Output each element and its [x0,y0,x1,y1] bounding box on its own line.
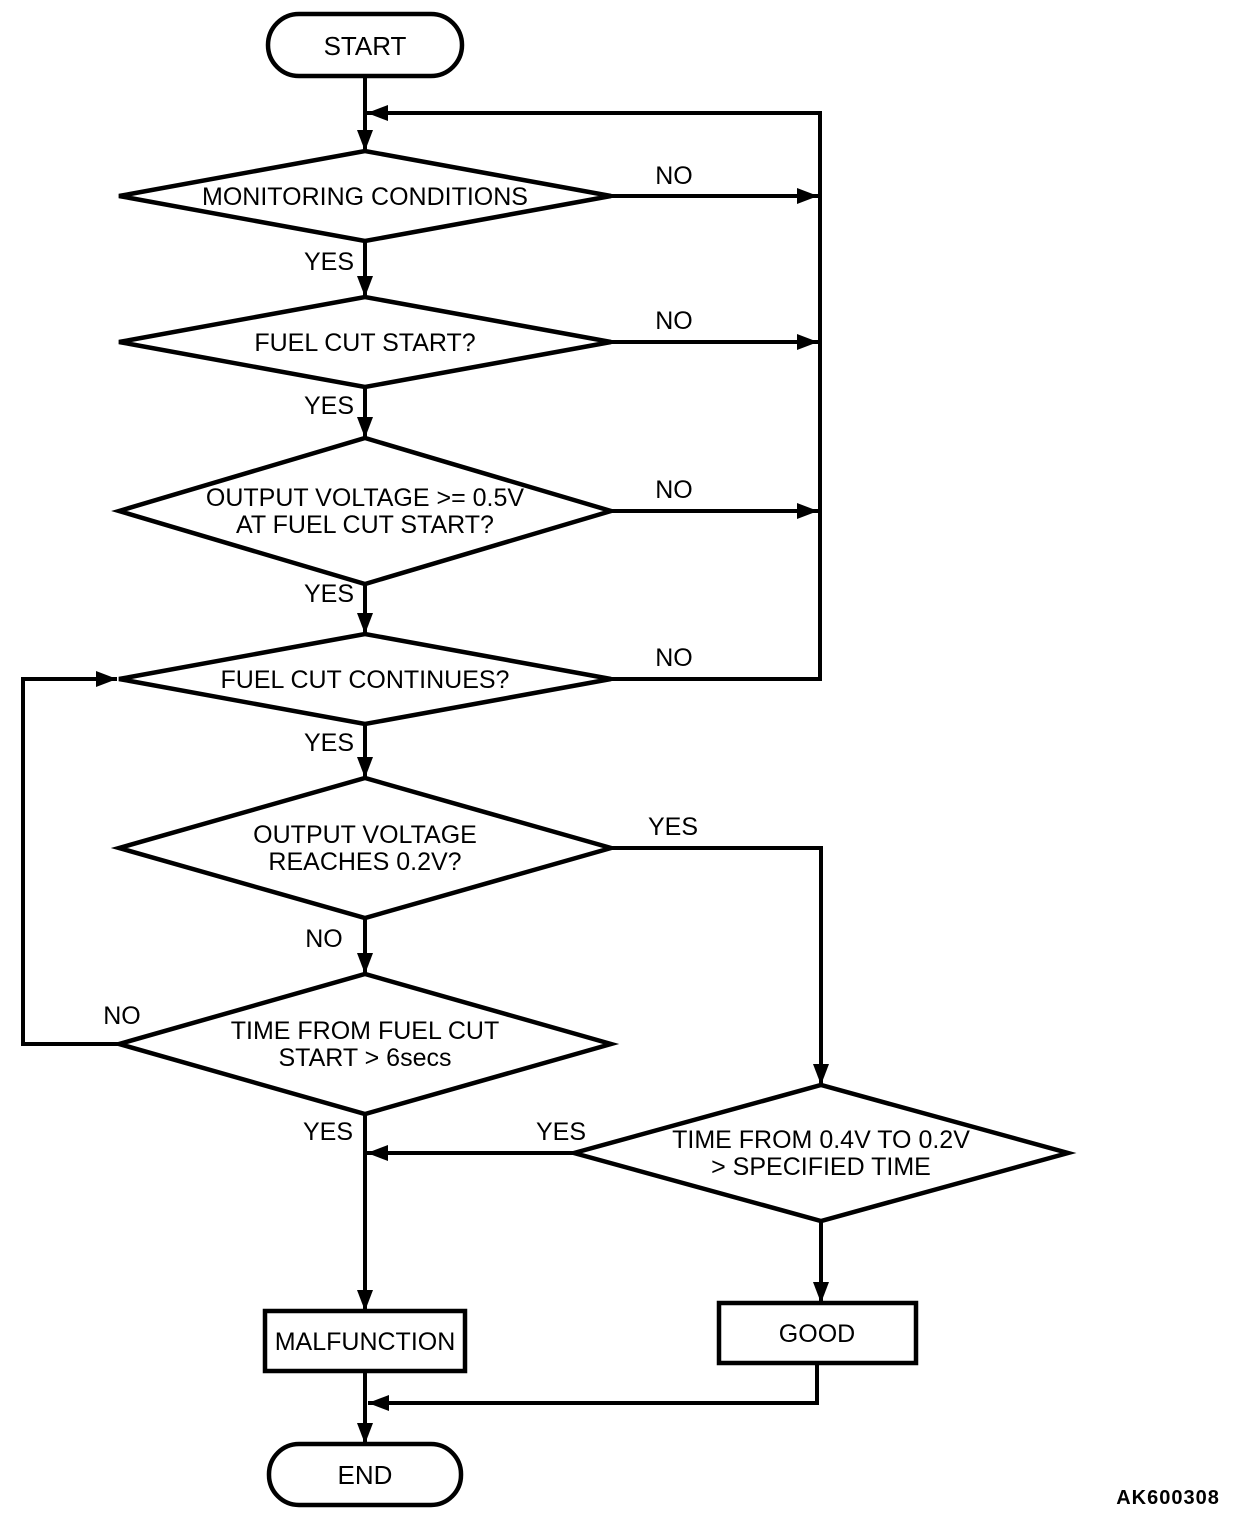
start-terminator [265,11,465,79]
label-monitoring-no: NO [655,162,693,190]
malfunction-box [262,1308,468,1374]
time-04-to-02-label-line2: > SPECIFIED TIME [711,1153,931,1181]
edges [21,76,829,1444]
output-voltage-02-label-line1: OUTPUT VOLTAGE [253,821,477,849]
nodes [110,11,1077,1508]
monitoring-conditions-label: MONITORING CONDITIONS [202,183,528,211]
time-from-fuel-cut-label-line2: START > 6secs [279,1044,452,1072]
decision-fuel-cut-start [118,294,612,390]
label-reaches-02-no: NO [305,925,343,953]
output-voltage-05-label-line1: OUTPUT VOLTAGE >= 0.5V [206,484,524,512]
label-continues-yes: YES [304,729,354,757]
label-specified-time-yes: YES [536,1118,586,1146]
label-fuel-cut-start-yes: YES [304,392,354,420]
time-04-to-02-label-line1: TIME FROM 0.4V TO 0.2V [672,1126,970,1154]
edge-reaches-02-yes [611,846,829,1085]
end-terminator [266,1441,464,1508]
decision-time-04-to-02 [565,1082,1077,1224]
start-label: START [324,31,407,61]
time-from-fuel-cut-label-line1: TIME FROM FUEL CUT [231,1017,500,1045]
label-time-6secs-no: NO [103,1002,141,1030]
branch-labels: NO YES NO YES NO YES NO YES YES NO NO YE… [103,162,698,1146]
decision-fuel-cut-continues [118,631,612,727]
output-voltage-05-label-line2: AT FUEL CUT START? [236,511,494,539]
label-time-6secs-yes: YES [303,1118,353,1146]
label-output-05-no: NO [655,476,693,504]
end-label: END [338,1460,393,1490]
figure-code: AK600308 [1116,1487,1220,1509]
edge-no-rail-loop [367,105,822,681]
decision-monitoring-conditions [118,148,612,244]
good-label: GOOD [779,1320,855,1348]
label-reaches-02-yes: YES [648,813,698,841]
decision-output-voltage-02 [110,775,620,921]
node-labels: START MONITORING CONDITIONS FUEL CUT STA… [202,31,970,1490]
fuel-cut-start-label: FUEL CUT START? [254,329,475,357]
good-box [716,1300,919,1366]
decision-time-from-fuel-cut [110,971,620,1117]
label-output-05-yes: YES [304,580,354,608]
decision-output-voltage-05 [111,435,619,587]
malfunction-label: MALFUNCTION [275,1328,456,1356]
edge-time-6secs-no-loop [21,671,119,1046]
output-voltage-02-label-line2: REACHES 0.2V? [268,848,461,876]
edge-good-merge [368,1363,819,1411]
label-fuel-cut-start-no: NO [655,307,693,335]
label-monitoring-yes: YES [304,248,354,276]
label-continues-no: NO [655,644,693,672]
fuel-cut-continues-label: FUEL CUT CONTINUES? [221,666,510,694]
